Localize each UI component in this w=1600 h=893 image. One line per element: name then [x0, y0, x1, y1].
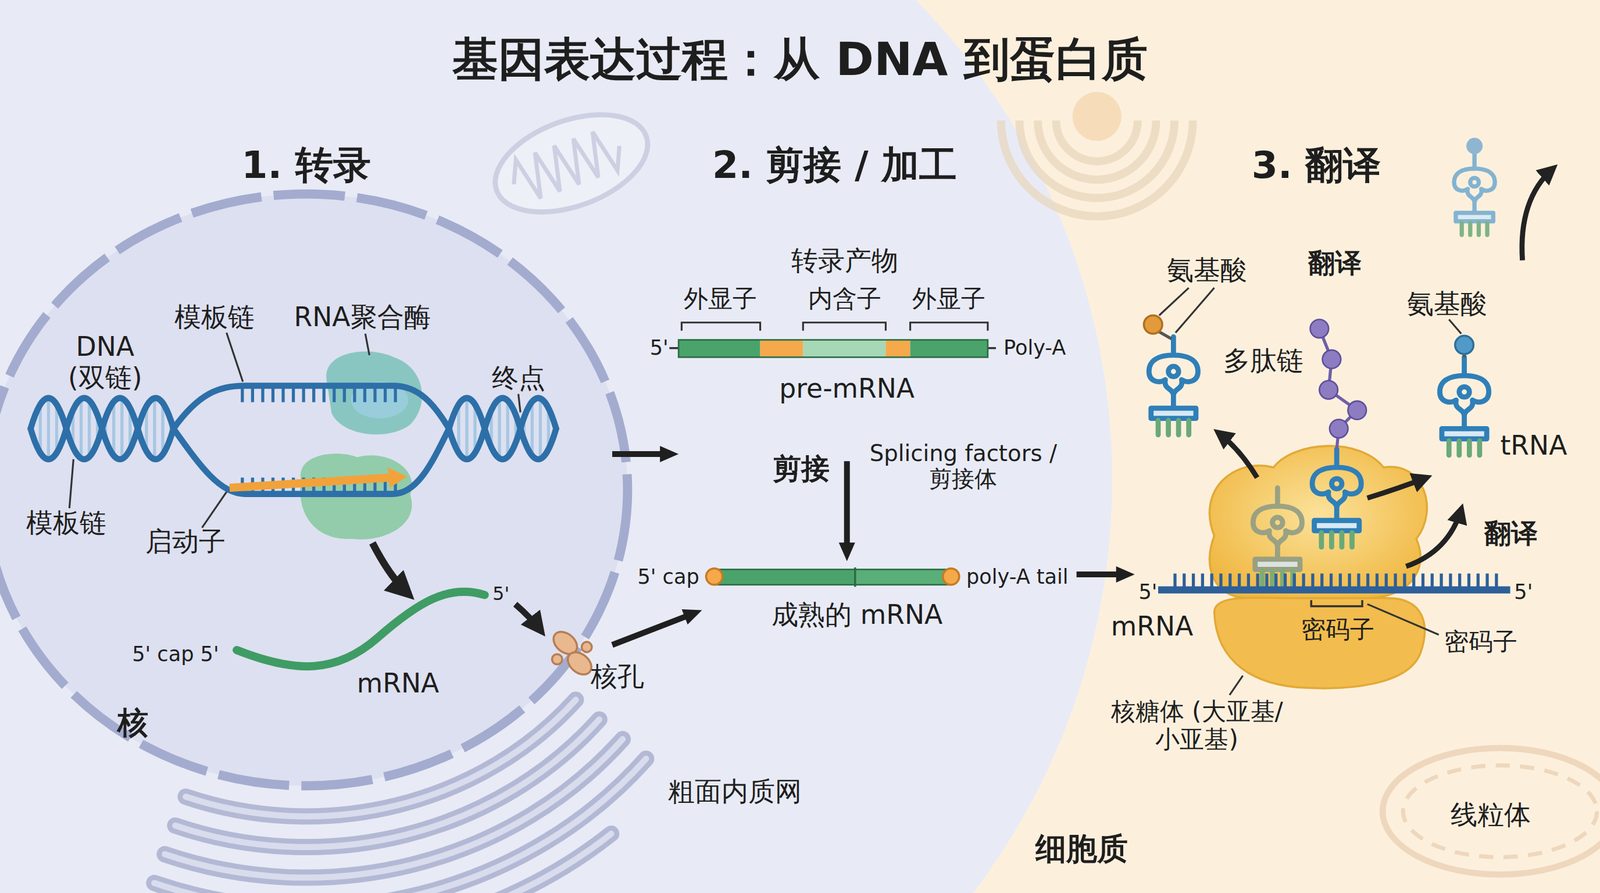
edge-label: 剪接 — [772, 451, 830, 485]
arrow-line — [612, 451, 662, 457]
molecule-label: 氨基酸 — [1406, 288, 1488, 320]
end-label: 5' cap — [637, 564, 699, 588]
process-label: 翻译 — [1484, 518, 1538, 549]
section-heading: 1. 转录 — [241, 143, 371, 188]
site-label: 启动子 — [145, 526, 226, 557]
arrow-head — [681, 609, 703, 625]
structure-label: 核孔 — [590, 661, 645, 692]
flow-arrow — [1076, 566, 1135, 583]
strand-label: 模板链 — [26, 508, 107, 539]
node-text: 核糖体 (大亚基/小亚基) — [1079, 697, 1315, 754]
exon-label: 外显子 — [683, 284, 757, 313]
ribosome: 核糖体 (大亚基/小亚基) — [1134, 438, 1531, 715]
end-label: 5' — [1138, 580, 1157, 604]
end-label: 5' cap 5' — [131, 642, 219, 666]
nucleus-region: 核 — [0, 193, 613, 786]
section-heading: 3. 翻译 — [1251, 143, 1381, 188]
node-text: pre-mRNA — [779, 373, 915, 404]
exon-label: 外显子 — [912, 284, 986, 313]
codon-label: 密码子 — [1301, 615, 1375, 644]
end-label: 5' — [1513, 580, 1533, 604]
arrow-line — [1076, 571, 1118, 578]
organelle-label: 粗面内质网 — [668, 776, 802, 807]
arrow-line — [844, 461, 850, 544]
molecule-label: 氨基酸 — [1166, 255, 1248, 286]
enzyme-label: RNA聚合酶 — [294, 302, 431, 333]
diagram-title: 基因表达过程：从 DNA 到蛋白质 — [452, 32, 1148, 86]
molecule-label: mRNA — [1111, 611, 1194, 642]
region-label: 细胞质 — [1035, 831, 1128, 867]
site-label: 终点 — [491, 363, 546, 394]
strand-label: DNA (双链) — [54, 331, 157, 394]
node-text: 成熟的 mRNA — [771, 600, 943, 631]
arrow-head — [659, 445, 679, 463]
molecule-label: tRNA — [1500, 430, 1567, 462]
organelle-label: 线粒体 — [1444, 798, 1537, 832]
end-label: 5' — [492, 583, 510, 605]
codon-label: 密码子 — [1444, 627, 1518, 656]
arrow-head — [838, 542, 856, 562]
intron-label: 内含子 — [808, 284, 882, 313]
node-text: 核 — [117, 704, 149, 741]
end-label: Poly-A — [1003, 336, 1066, 360]
arrow-head — [1116, 566, 1135, 583]
part-label: 转录产物 — [791, 245, 899, 277]
flow-arrow — [612, 609, 702, 645]
flow-arrow — [838, 461, 856, 562]
process-label: 翻译 — [1308, 248, 1362, 279]
strand-label: 模板链 — [174, 302, 255, 333]
note-label: Splicing factors /剪接体 — [845, 440, 1081, 493]
molecule-label: mRNA — [356, 668, 440, 699]
end-label: poly-A tail — [966, 564, 1069, 588]
flow-arrow — [612, 445, 679, 463]
section-heading: 2. 剪接 / 加工 — [712, 143, 957, 188]
molecule-label: 多肽链 — [1223, 345, 1304, 377]
end-label: 5' — [650, 336, 669, 360]
arrow-line — [612, 616, 686, 645]
